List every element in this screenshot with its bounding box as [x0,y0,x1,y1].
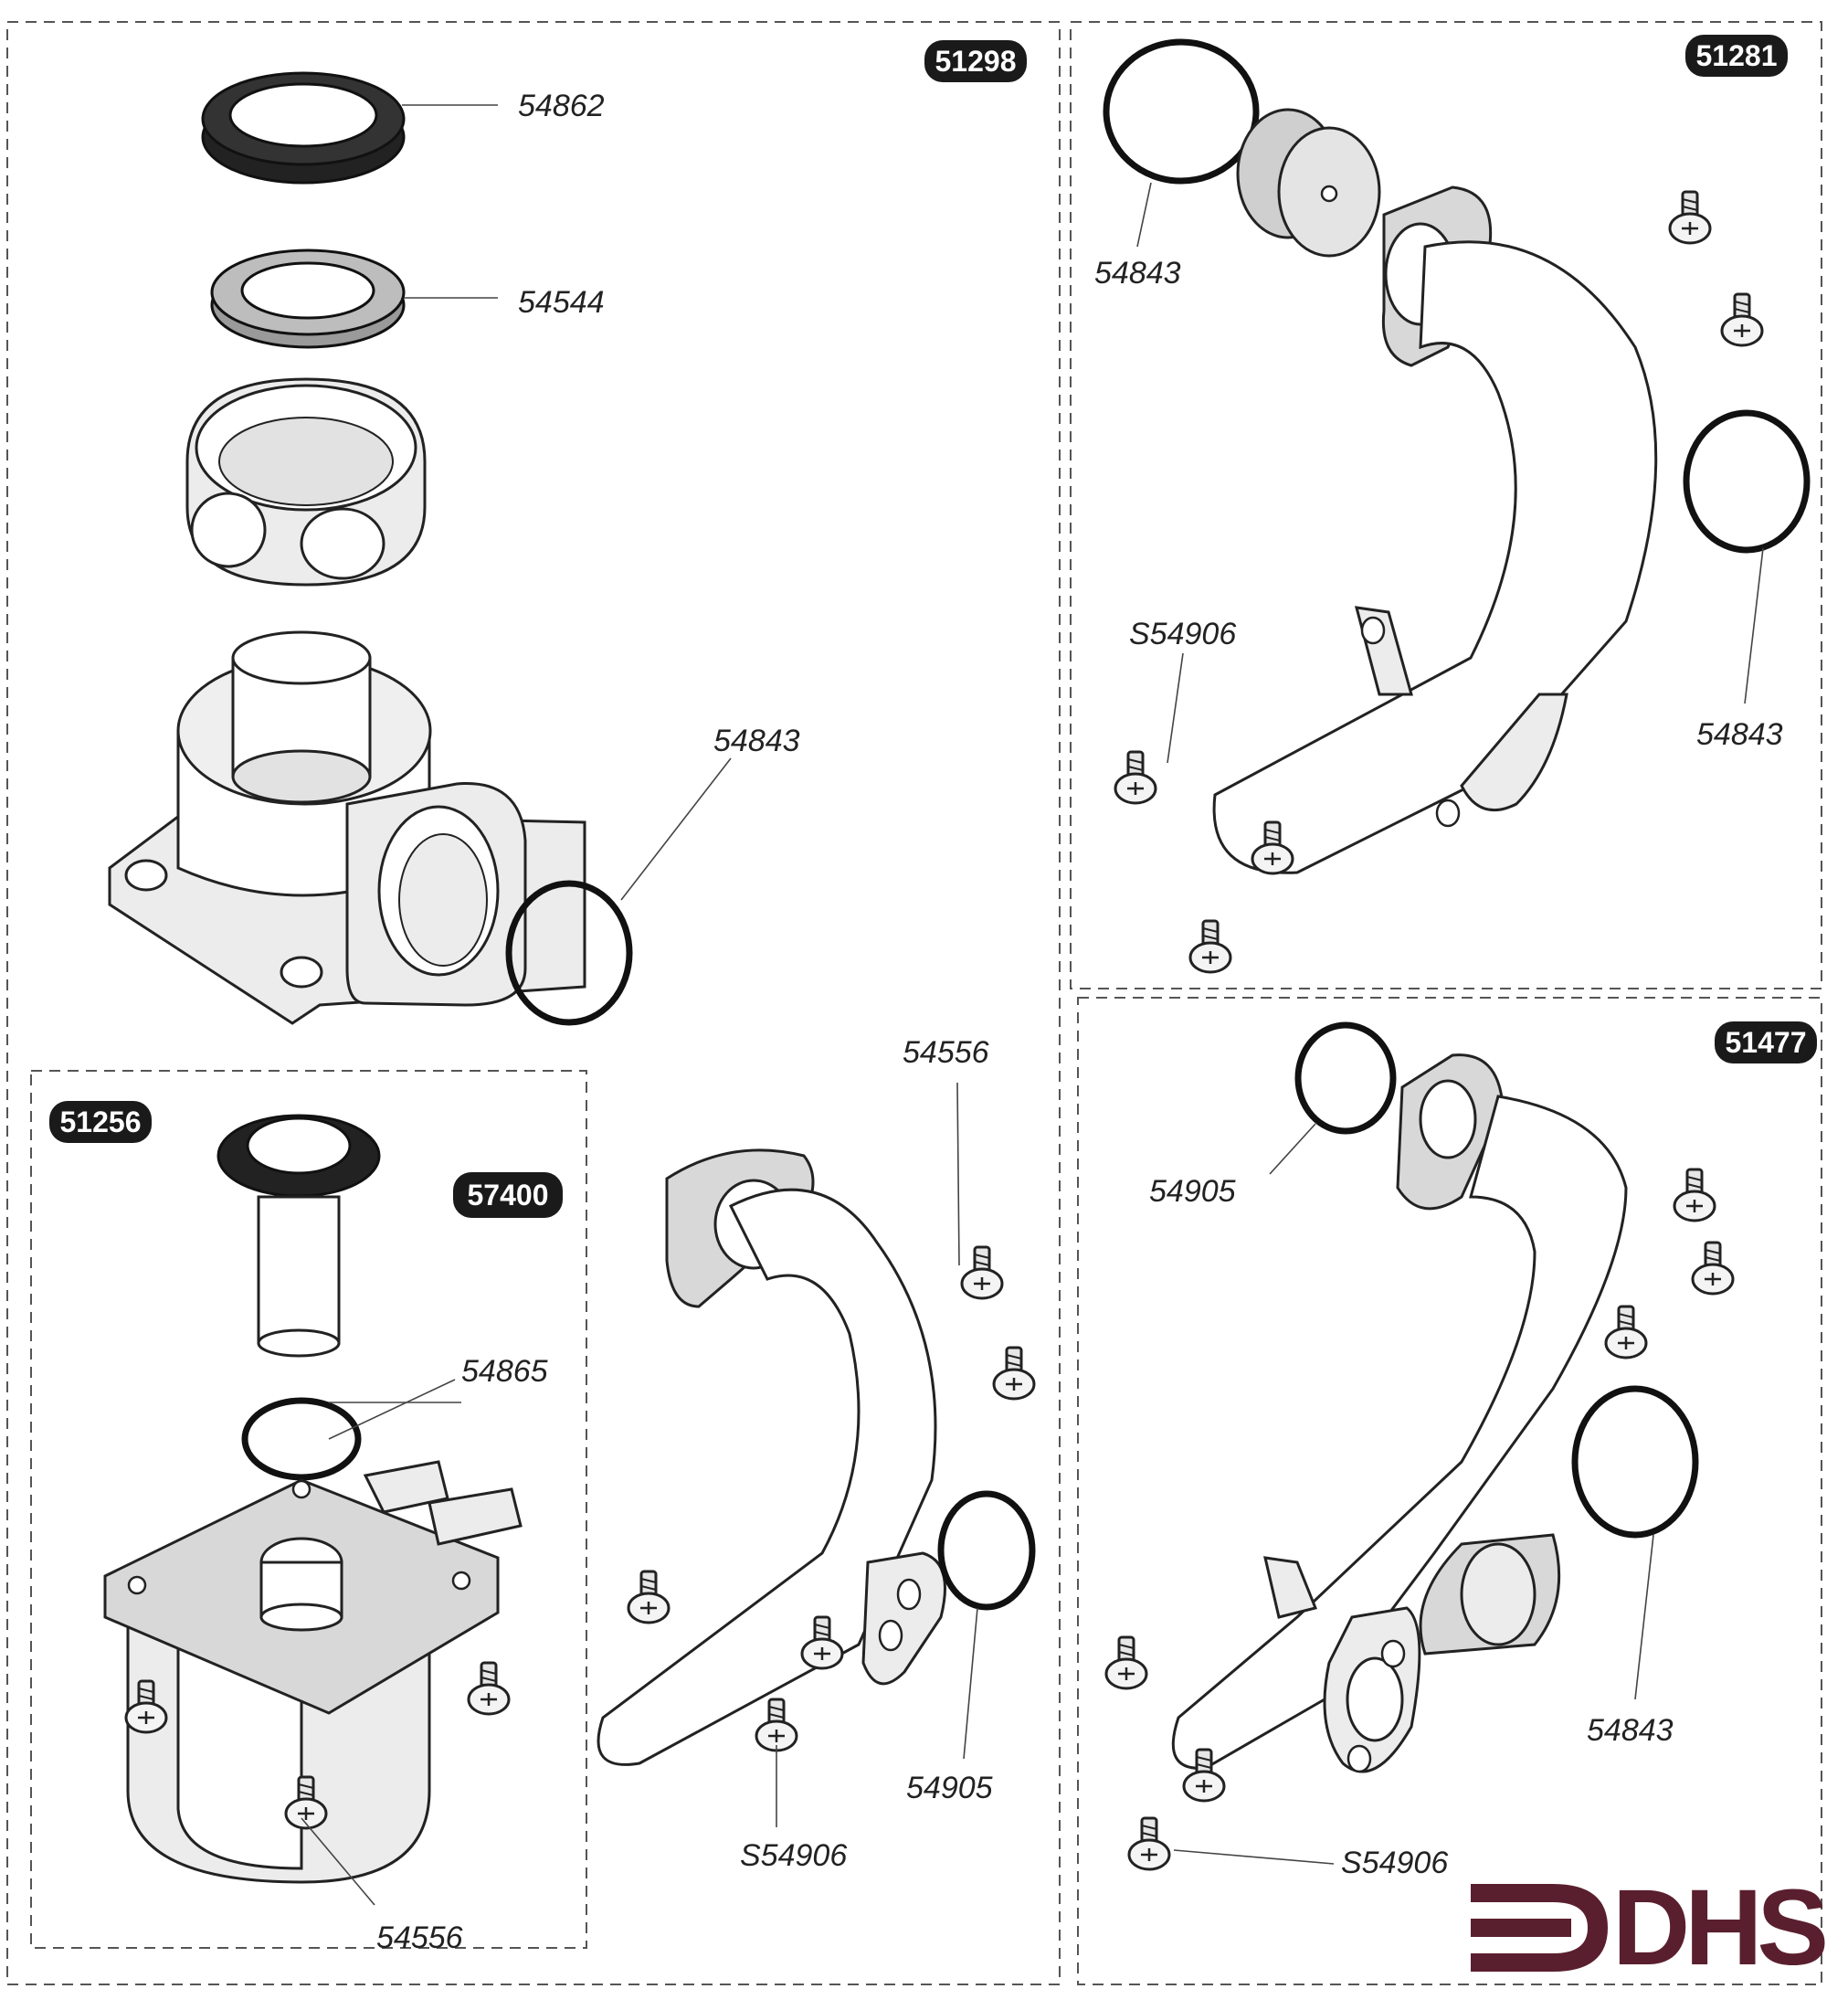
seal-ring-54862 [201,71,406,185]
screw-S54906-mid [755,1698,798,1752]
callout-S54906-mid: S54906 [740,1838,847,1873]
valve-housing [108,630,586,1025]
solenoid-coil [103,1460,523,1884]
callout-54862: 54862 [518,89,605,123]
callout-54556-bottom: 54556 [376,1920,463,1955]
badge-57400-label: 57400 [468,1179,549,1211]
o-ring-54865 [241,1397,362,1481]
screw-mid-3 [627,1570,671,1624]
o-ring-54843-br [1571,1385,1699,1539]
screw-tr-4 [1188,919,1232,974]
union-nut [185,377,427,587]
callout-54843-tr-right: 54843 [1696,717,1783,752]
o-ring-54843-tr-left [1103,38,1260,185]
callout-54843-br: 54843 [1587,1713,1674,1748]
screw-br-2 [1691,1241,1735,1296]
elbow-pipe-top-right [1212,185,1658,874]
washer-54544 [210,249,406,349]
screw-tr-1 [1668,190,1712,245]
callout-54843-left: 54843 [713,724,800,758]
callout-54556-top: 54556 [903,1035,989,1070]
callout-54905-mid: 54905 [906,1771,993,1805]
screw-br-3 [1604,1305,1648,1360]
badge-51281: 51281 [1685,35,1788,77]
callout-54843-tr-left: 54843 [1094,256,1181,291]
o-ring-54843-left [505,880,633,1026]
callout-S54906-br: S54906 [1341,1846,1448,1880]
callout-S54906-tr: S54906 [1129,617,1236,651]
dhs-logo: DHS [1471,1867,1831,1988]
screw-tr-2 [1720,292,1764,347]
badge-51298: 51298 [924,40,1027,82]
screw-coil-right [467,1661,511,1716]
elbow-pipe-bottom-right [1171,1053,1628,1773]
screw-br-1 [1673,1168,1716,1222]
badge-57400: 57400 [453,1172,563,1218]
elbow-pipe-middle [597,1148,946,1766]
badge-51477-label: 51477 [1726,1026,1807,1059]
plug-disc [1236,108,1381,258]
callout-54544: 54544 [518,285,605,320]
o-ring-54843-tr-right [1683,409,1811,554]
screw-S54906-br [1127,1816,1171,1871]
plunger-57400 [216,1114,381,1358]
callout-54865: 54865 [461,1354,548,1389]
screw-br-4 [1104,1635,1148,1690]
badge-51281-label: 51281 [1696,39,1778,72]
screw-S54906-tr [1114,750,1157,805]
badge-51477: 51477 [1715,1021,1817,1063]
screw-mid-1 [960,1245,1004,1300]
o-ring-54905-mid [937,1490,1036,1611]
screw-mid-2 [992,1346,1036,1401]
badge-51256: 51256 [49,1101,152,1143]
panel-frames [6,21,1822,1985]
badge-51256-label: 51256 [60,1106,142,1138]
dhs-logo-mark [1471,1884,1608,1972]
badge-51298-label: 51298 [935,45,1017,78]
o-ring-54905-br [1294,1021,1397,1135]
leader-lines [301,104,1764,1906]
callout-54905-br: 54905 [1149,1174,1236,1209]
dhs-logo-text: DHS [1612,1867,1825,1988]
